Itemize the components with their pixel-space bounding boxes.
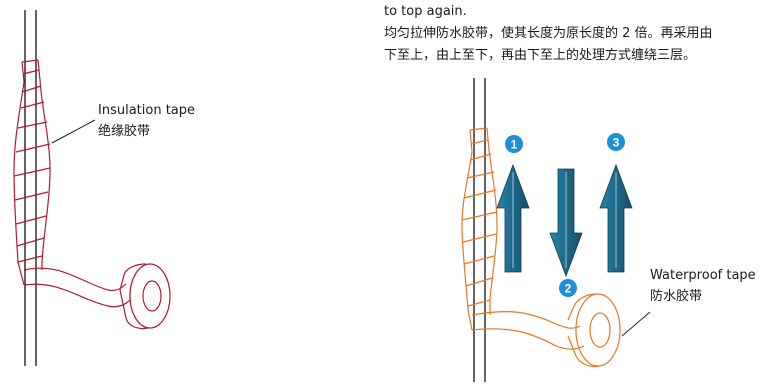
insulation-tape-label-en: Insulation tape xyxy=(98,103,196,118)
step-badge-3: 3 xyxy=(607,133,625,151)
waterproof-tape-label-zh: 防水胶带 xyxy=(650,289,703,304)
insulation-tape-wrap xyxy=(13,59,171,330)
svg-text:2: 2 xyxy=(565,282,572,296)
waterproof-tape-wrap xyxy=(461,127,621,368)
left-cable xyxy=(24,10,37,366)
insulation-tape-leader xyxy=(51,119,96,144)
step-badge-2: 2 xyxy=(559,279,577,297)
svg-text:3: 3 xyxy=(613,136,620,150)
instruction-line-3: 下至上，由上至下，再由下至上的处理方式缠绕三层。 xyxy=(384,48,697,63)
insulation-tape-label-zh: 绝缘胶带 xyxy=(98,124,151,139)
instruction-line-1: to top again. xyxy=(384,4,467,19)
right-cable xyxy=(473,78,486,382)
waterproof-tape-label-en: Waterproof tape xyxy=(650,268,756,283)
step-badge-1: 1 xyxy=(505,135,523,153)
svg-text:1: 1 xyxy=(511,138,518,152)
instruction-line-2: 均匀拉伸防水胶带，使其长度为原长度的 2 倍。再采用由 xyxy=(384,26,713,41)
waterproof-tape-leader xyxy=(621,311,651,337)
